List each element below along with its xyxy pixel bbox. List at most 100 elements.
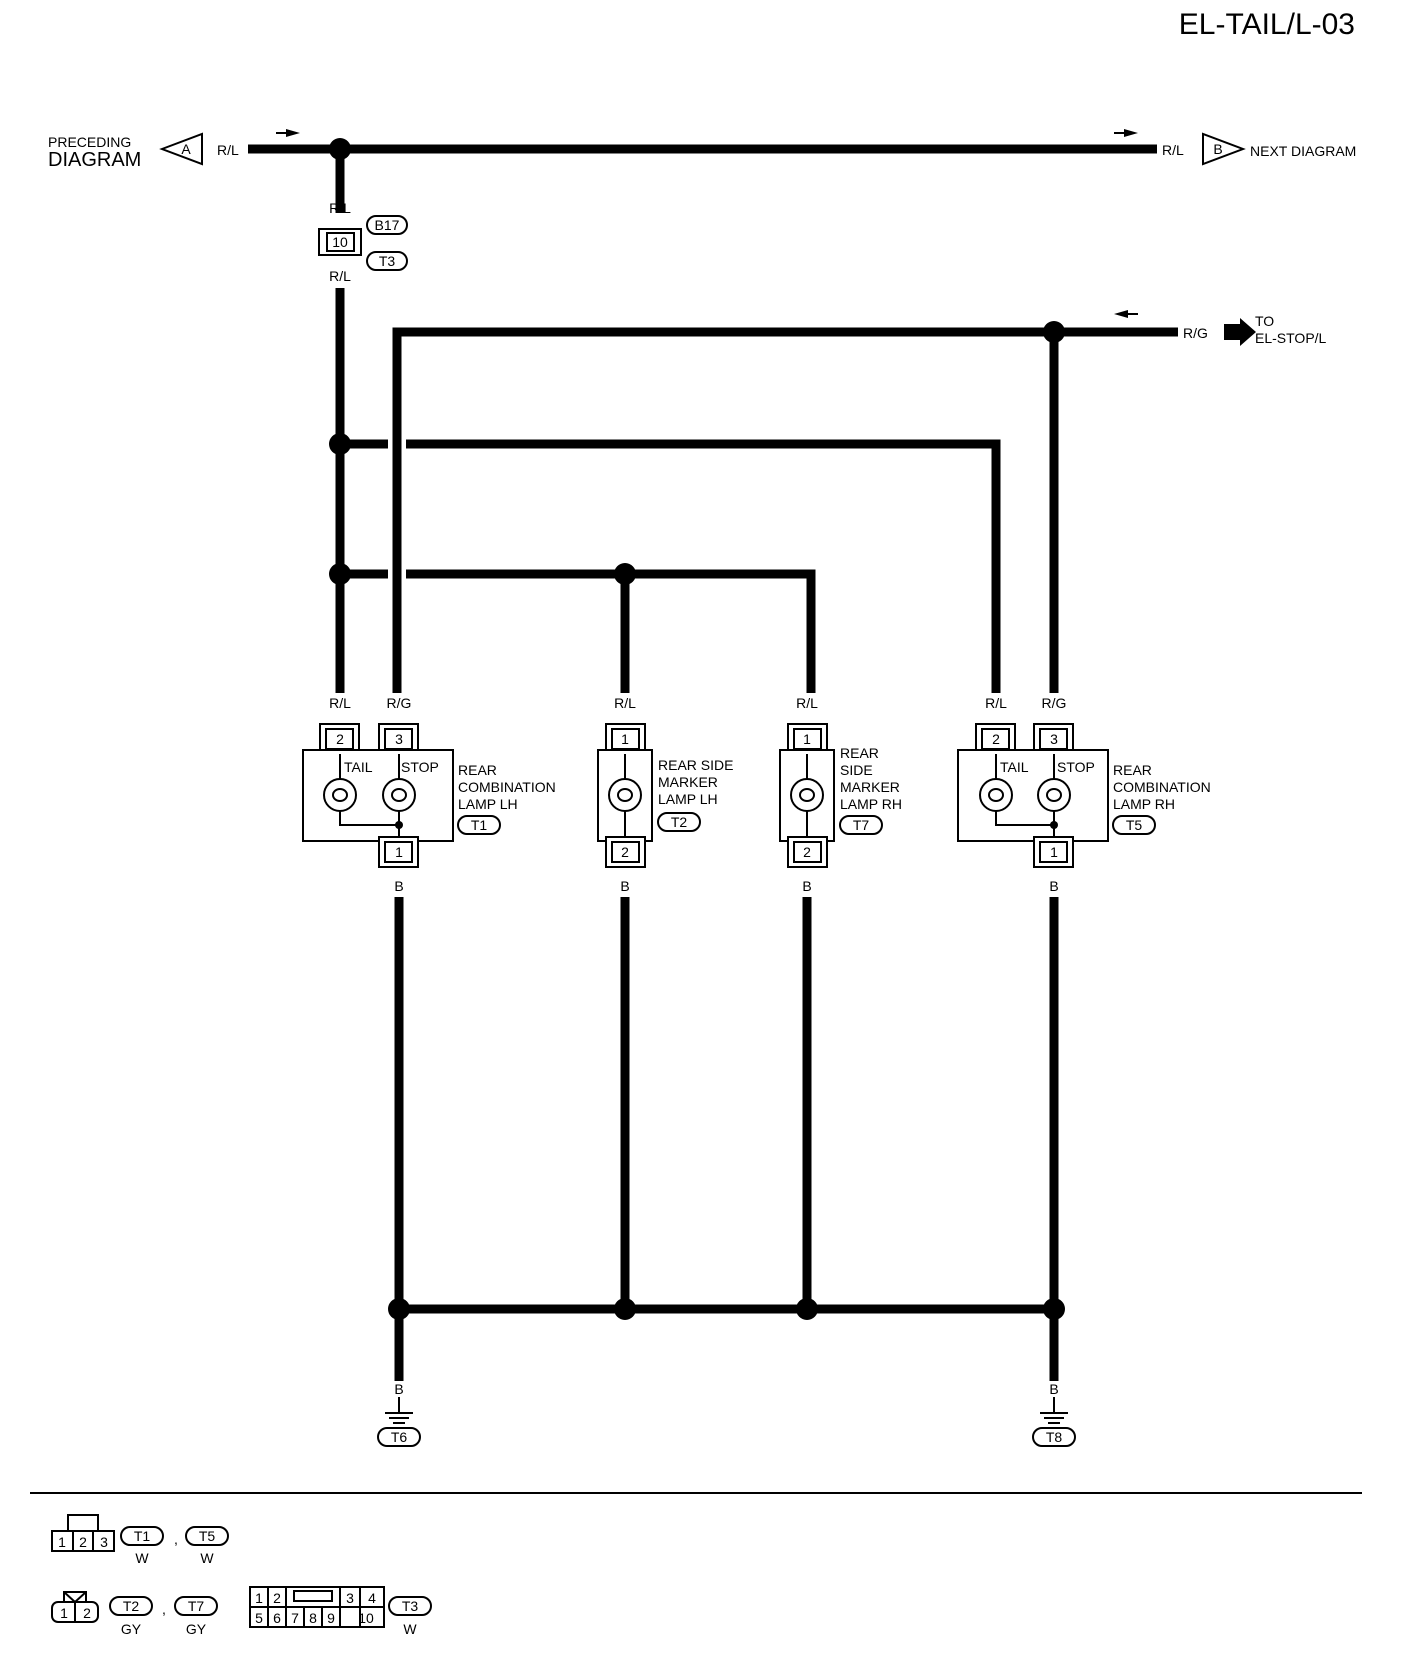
rear-side-marker-lamp-rh[interactable]: R/L 1 2 B REAR SIDE MARKER LAMP RH T7 [779,695,902,894]
component-name-line: REAR [458,762,497,778]
wire-color-label: R/L [614,695,636,711]
splice-dot [1043,321,1065,343]
connector-legend: 1 2 3 T1 W , T5 W 1 2 T2 GY , T7 GY 1 [51,1514,432,1637]
splice-dot [614,1298,636,1320]
connector-tag [109,1596,153,1616]
wire-color-label: B [802,878,811,894]
bulb-label: TAIL [344,759,373,775]
wire-rl-branch-rh-combo [406,439,1001,693]
pin-number: 1 [1050,844,1058,860]
preceding-letter: A [181,141,191,157]
inline-connector-pin: 10 [332,234,348,250]
internal-junction-dot [1050,821,1058,829]
ground-t8[interactable]: B T8 [1032,1381,1076,1447]
rear-combination-lamp-lh[interactable]: R/L R/G 2 3 TAIL STOP 1 B REAR COMBINATI… [302,695,556,894]
connector-tag-label: T7 [188,1598,205,1614]
splice-dot [796,1298,818,1320]
wire-rg-stop [392,327,1178,693]
pin-box [384,841,413,863]
legend-pin: 1 [58,1534,66,1550]
legend-pin: 3 [100,1534,108,1550]
component-name-line: REAR SIDE [658,757,733,773]
pin-number: 2 [803,844,811,860]
connector-tag [366,251,408,271]
splice-dot [329,138,351,160]
ground-t6[interactable]: B T6 [377,1381,421,1447]
stop-label-line2: EL-STOP/L [1255,330,1327,346]
inline-connector: 10 B17 T3 [318,215,408,271]
legend-pin: 2 [83,1605,91,1621]
bulb-label: STOP [1057,759,1095,775]
pin-box [611,841,640,863]
connector-tag-label: T8 [1046,1429,1063,1445]
preceding-diagram-link[interactable]: PRECEDING DIAGRAM A R/L [48,132,239,171]
connector-tag [120,1526,164,1546]
connector-color: W [403,1621,417,1637]
pin-box [793,841,822,863]
splice-dot [329,563,351,585]
flow-arrow-right-icon [286,129,300,137]
pin-number: 3 [395,731,403,747]
next-wire-color: R/L [1162,142,1184,158]
connector-color: GY [121,1621,142,1637]
wire-color-label: B [1049,1381,1058,1397]
flow-arrow-left-icon [1114,310,1128,318]
connector-tag [388,1596,432,1616]
rear-side-marker-lamp-lh[interactable]: R/L 1 2 B REAR SIDE MARKER LAMP LH T2 [597,695,733,894]
bulb-icon [979,778,1013,812]
pin-number: 3 [1050,731,1058,747]
next-diagram-link[interactable]: R/L B NEXT DIAGRAM [1162,132,1356,166]
legend-pin: 2 [273,1590,281,1606]
splice-dot [1043,1298,1065,1320]
bulb-filament [391,788,408,802]
arrow-left-icon [159,132,203,166]
connector-tag [185,1526,229,1546]
legend-pin: 5 [255,1610,263,1626]
connector-tag [377,1427,421,1447]
component-name-line: LAMP RH [1113,796,1175,812]
legend-pin: 1 [60,1605,68,1621]
wire-color-label: B [394,878,403,894]
to-stop-lamp-link[interactable]: R/G TO EL-STOP/L [1183,313,1327,346]
connector-tag [457,815,501,835]
connector-tag [1032,1427,1076,1447]
rear-combination-lamp-rh[interactable]: R/L R/G 2 3 TAIL STOP 1 B REAR COMBINATI… [957,695,1211,894]
connector-tag [366,215,408,235]
internal-junction-dot [395,821,403,829]
connector-tag-label: T3 [402,1598,419,1614]
pin-number: 1 [621,731,629,747]
bulb-filament [1046,788,1063,802]
wire-color-label: R/L [329,695,351,711]
preceding-label-line2: DIAGRAM [48,149,141,171]
component-name-line: REAR [840,745,879,761]
component-name-line: REAR [1113,762,1152,778]
wire-color-label: B [1049,878,1058,894]
component-name-line: COMBINATION [458,779,556,795]
connector-key-icon [74,1591,87,1603]
component-name-line: LAMP LH [458,796,518,812]
wire-label-backdrop [389,1381,409,1397]
legend-separator: , [162,1601,166,1617]
connector-tag-label: T7 [853,817,870,833]
internal-wire [339,811,399,826]
wire-color-label: R/G [1042,695,1067,711]
connector-tag-label: B17 [375,217,400,233]
pin-number: 1 [803,731,811,747]
splice-dot [614,563,636,585]
connector-tag [1112,815,1156,835]
connector-color: W [200,1550,214,1566]
pin-box [1039,841,1068,863]
bulb-icon [608,778,642,812]
legend-pin: 3 [346,1590,354,1606]
component-name-line: SIDE [840,762,873,778]
bulb-label: STOP [401,759,439,775]
legend-pin: 2 [79,1534,87,1550]
next-letter: B [1213,141,1222,157]
pin-number: 2 [621,844,629,860]
splice-points [329,138,1065,1320]
component-name-line: MARKER [658,774,718,790]
connector-tag-label: T1 [134,1528,151,1544]
inline-connector-pin-box [326,232,355,252]
connector-color: W [135,1550,149,1566]
wire-color-label: B [620,878,629,894]
